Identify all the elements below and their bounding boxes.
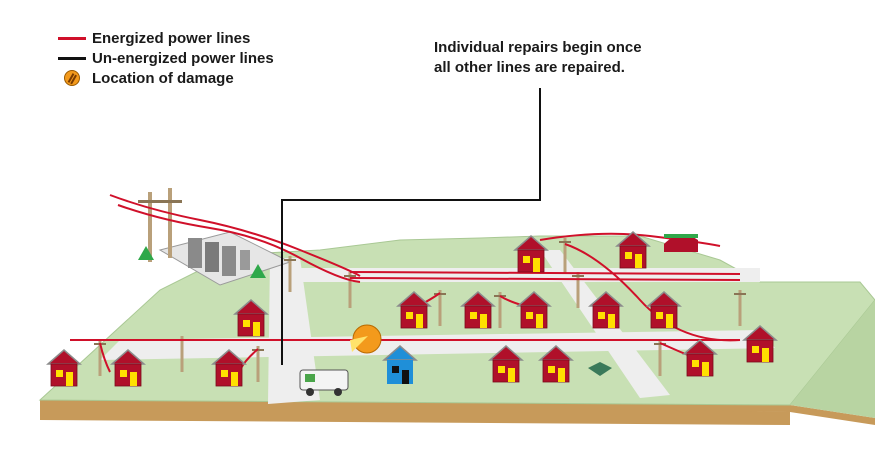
callout-line-1: Individual repairs begin once [434, 38, 694, 58]
unenergized-line-swatch [58, 57, 86, 60]
energized-line-swatch [58, 37, 86, 40]
callout-line-2: all other lines are repaired. [434, 58, 694, 78]
legend-label: Location of damage [92, 70, 234, 87]
barn [664, 234, 698, 252]
damage-icon [64, 70, 80, 86]
legend-label: Energized power lines [92, 30, 250, 47]
legend: Energized power lines Un-energized power… [58, 28, 274, 88]
legend-label: Un-energized power lines [92, 50, 274, 67]
legend-item-energized: Energized power lines [58, 28, 274, 48]
repair-callout: Individual repairs begin once all other … [434, 38, 694, 78]
legend-item-damage: Location of damage [58, 68, 274, 88]
legend-item-unenergized: Un-energized power lines [58, 48, 274, 68]
